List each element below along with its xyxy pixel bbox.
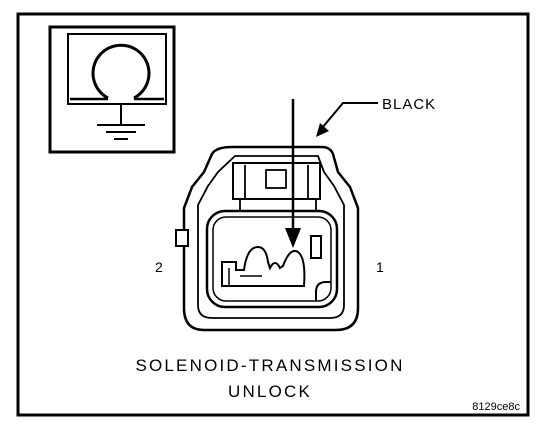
outer-frame — [16, 12, 530, 417]
diagram-title-line1: SOLENOID-TRANSMISSION — [135, 356, 404, 375]
pin-label-1: 1 — [376, 259, 384, 275]
diagram-title-line2: UNLOCK — [228, 382, 312, 401]
pin-label-2: 2 — [155, 259, 163, 275]
solenoid-ground-symbol-icon — [48, 25, 176, 154]
test-probe-arrow — [285, 99, 301, 248]
connector-body — [175, 145, 360, 332]
callout-label-black: BLACK — [382, 96, 436, 113]
black-callout-leader — [316, 102, 378, 137]
figure-code: 8129ce8c — [472, 401, 520, 413]
